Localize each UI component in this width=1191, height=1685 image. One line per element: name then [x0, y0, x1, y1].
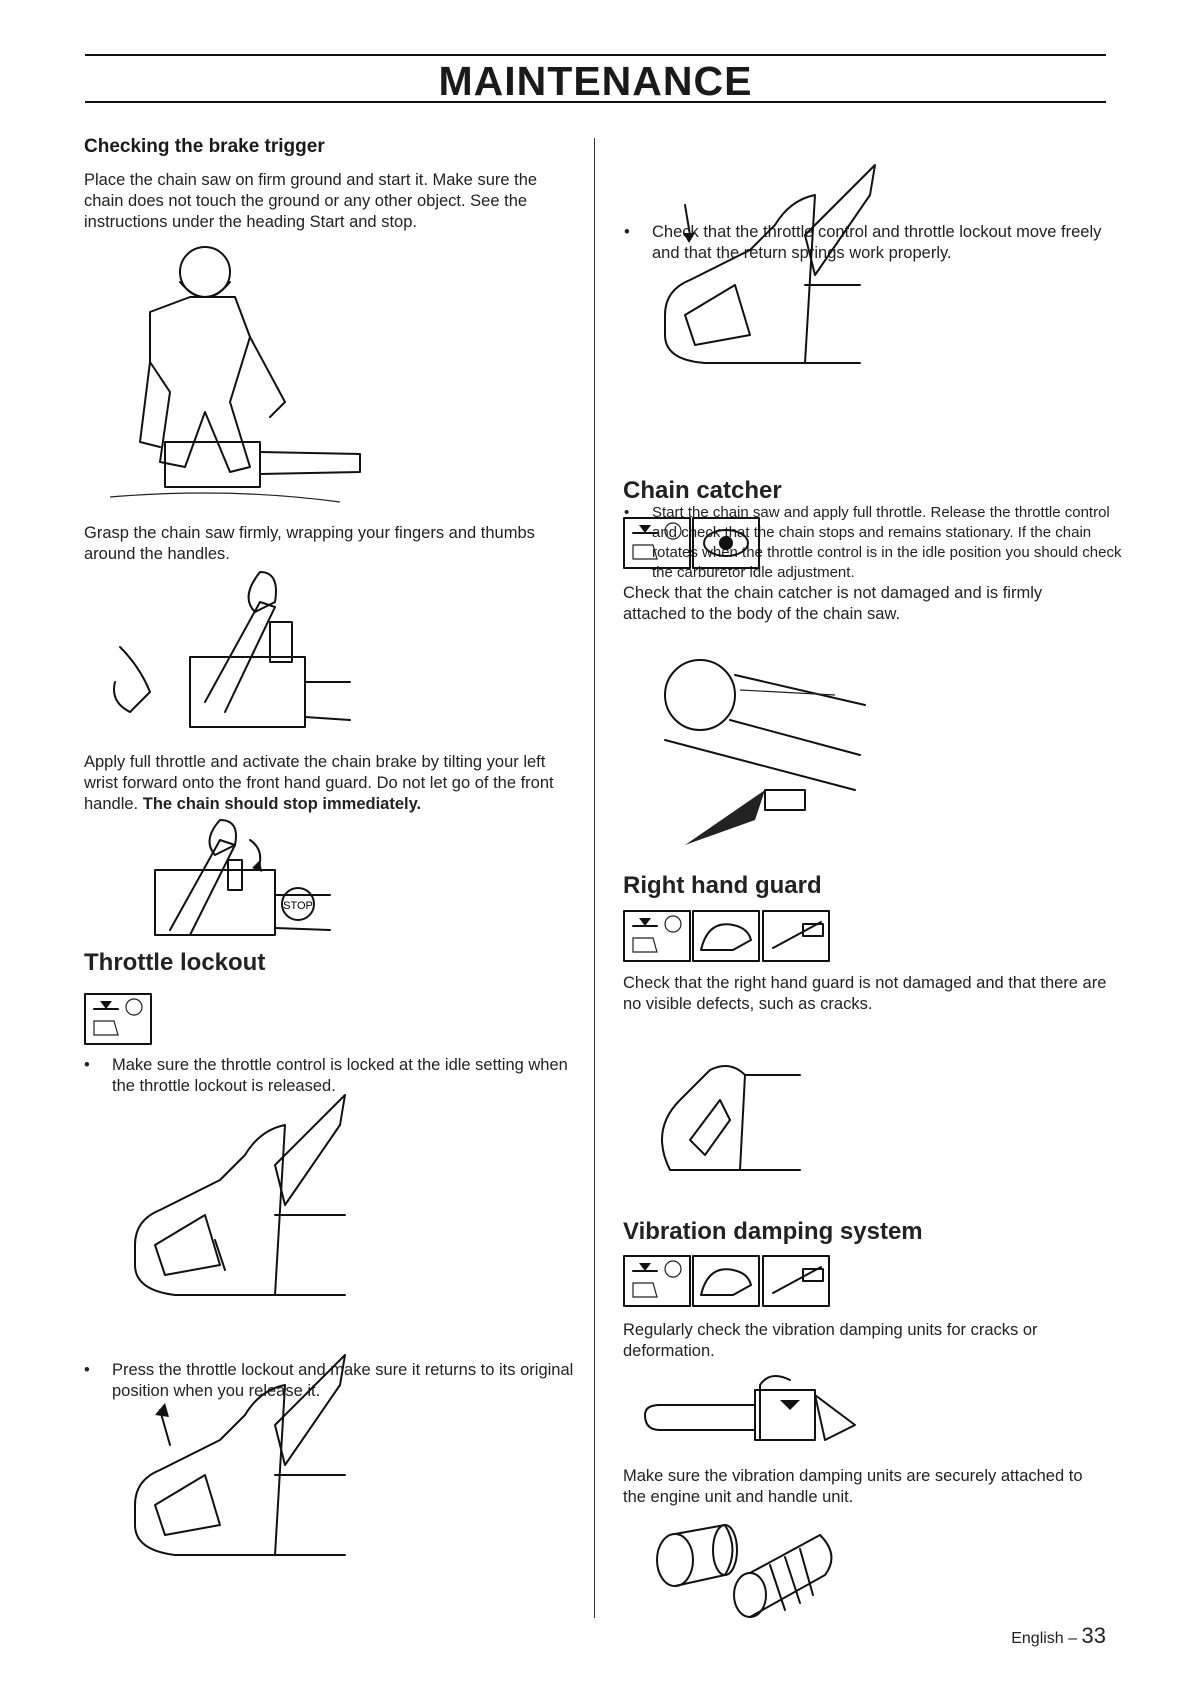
column-divider [594, 138, 595, 1618]
guard-icon-row [623, 910, 835, 962]
catcher-paragraph: Check that the chain catcher is not dama… [623, 584, 1043, 623]
brake-activation-illustration: STOP [110, 819, 350, 940]
brake-warning: The chain should stop immediately. [142, 795, 422, 813]
guard-paragraph: Check that the right hand guard is not d… [623, 974, 1107, 1013]
vibration-paragraph-1: Regularly check the vibration damping un… [623, 1321, 1038, 1360]
stop-label: STOP [283, 900, 313, 912]
guard-heading: Right hand guard [623, 872, 822, 899]
footer-separator: – [1068, 1630, 1078, 1647]
catcher-heading: Chain catcher [623, 477, 782, 504]
vibration-heading: Vibration damping system [623, 1218, 923, 1245]
header-rule-top [85, 54, 1106, 56]
catcher-icon-row [623, 517, 763, 569]
throttle-lockout-illustration-1 [125, 1094, 355, 1305]
chainsaw-side-view-illustration [640, 1370, 865, 1445]
brake-paragraph-1: Place the chain saw on firm ground and s… [84, 171, 538, 231]
brake-paragraph-3: Apply full throttle and activate the cha… [84, 753, 554, 813]
throttle-return-illustration [655, 164, 885, 365]
throttle-lockout-illustration-2 [125, 1354, 355, 1565]
hands-on-saw-illustration [110, 571, 351, 732]
vibration-icon-row [623, 1255, 835, 1307]
damping-units-illustration [650, 1515, 880, 1620]
hand-guard-illustration [650, 1030, 820, 1180]
operator-chainsaw-illustration [109, 242, 361, 507]
header-rule-bottom [85, 101, 1106, 103]
page-footer: English – 33 [1011, 1623, 1106, 1649]
brake-paragraph-2: Grasp the chain saw firmly, wrapping you… [84, 524, 535, 563]
throttle-bullet-1: •Make sure the throttle control is locke… [84, 1056, 568, 1095]
page-number: 33 [1081, 1623, 1106, 1648]
vibration-paragraph-2: Make sure the vibration damping units ar… [623, 1467, 1083, 1506]
page-title: MAINTENANCE [438, 58, 753, 104]
chain-catcher-illustration [655, 630, 885, 845]
stop-engine-icon [84, 993, 152, 1045]
footer-language: English [1011, 1630, 1064, 1647]
brake-heading: Checking the brake trigger [84, 136, 325, 157]
throttle-heading: Throttle lockout [84, 949, 266, 976]
